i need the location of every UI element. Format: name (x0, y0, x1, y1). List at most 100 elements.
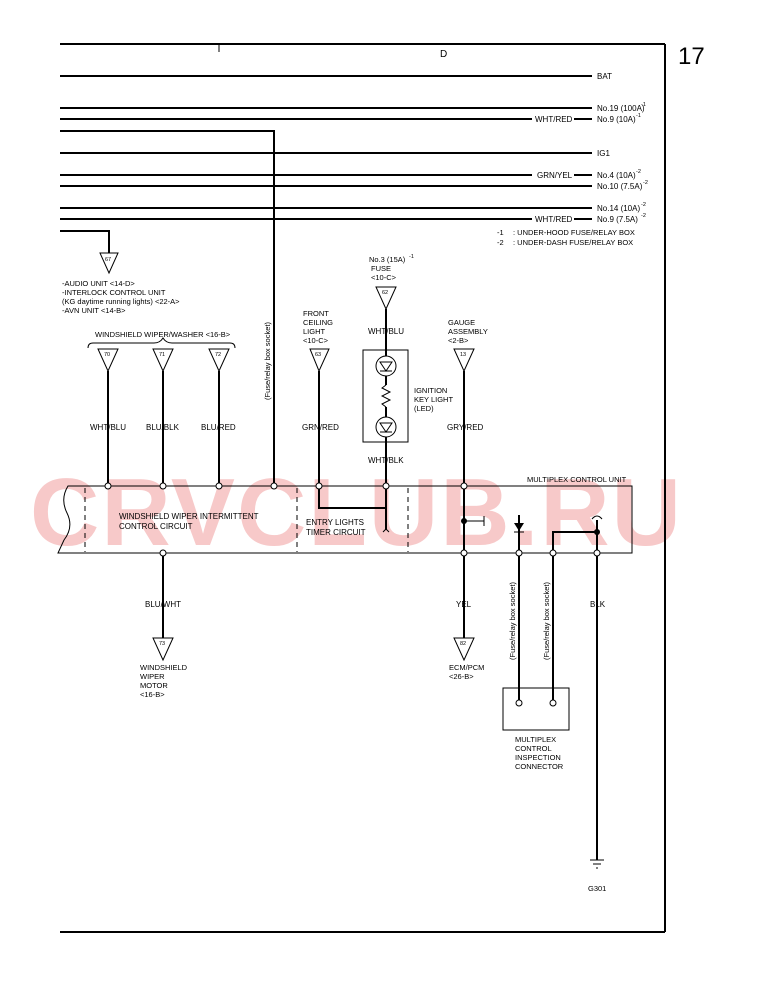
wire-label-blu-red: BLU/RED (201, 423, 236, 432)
page-number: 17 (678, 43, 705, 70)
pin-blk (593, 549, 601, 557)
motor-line-3: <16-B> (140, 690, 165, 699)
bat-label: BAT (597, 72, 612, 81)
conn82-num: 82 (460, 641, 466, 647)
conn62-num: 62 (382, 290, 388, 296)
fuse3-note: -1 (409, 254, 414, 260)
no4-note: -2 (636, 169, 641, 175)
conn67-line-3: -AVN UNIT <14-B> (62, 306, 126, 315)
led-1-diode-icon (379, 361, 393, 372)
wire-label-wht-blk: WHT/BLK (368, 456, 404, 465)
wire-label-blu-wht: BLU/WHT (145, 600, 181, 609)
ecm-line-0: ECM/PCM (449, 663, 484, 672)
multiplex-label: MULTIPLEX CONTROL UNIT (527, 475, 627, 484)
inspection-connector-box (502, 687, 570, 731)
internal-inspect-2 (552, 531, 597, 550)
wht-red-2-label: WHT/RED (535, 215, 573, 224)
legend-key-2: -2 (497, 238, 504, 247)
pin-inspect-1 (515, 549, 523, 557)
inspection-line-2: INSPECTION (515, 753, 561, 762)
no19-note: -1 (641, 102, 646, 108)
pin-63 (315, 482, 323, 490)
internal-switch-3-icon (591, 515, 603, 520)
no10-note: -2 (643, 180, 648, 186)
pin-82 (460, 549, 468, 557)
watermark: CRVCLUB.RU (30, 459, 683, 566)
wire-label-grn-red: GRN/RED (302, 423, 339, 432)
grn-yel-label: GRN/YEL (537, 171, 573, 180)
conn67-line-2: (KG daytime running lights) <22-A> (62, 297, 180, 306)
conn67-wire (60, 230, 110, 253)
conn73-num: 73 (159, 641, 165, 647)
conn70-terminal (97, 348, 119, 373)
conn62-terminal (375, 286, 397, 311)
legend-key-1: -1 (497, 228, 504, 237)
conn73-terminal (152, 637, 174, 662)
wire-label-gry-red: GRY/RED (447, 423, 484, 432)
no9a-label: No.9 (10A) (597, 115, 636, 124)
conn82-terminal (453, 637, 475, 662)
conn72-terminal (208, 348, 230, 373)
front-ceiling-line-2: LIGHT (303, 327, 326, 336)
led-2-diode-icon (379, 422, 393, 433)
no10-label: No.10 (7.5A) (597, 182, 643, 191)
no9b-label: No.9 (7.5A) (597, 215, 638, 224)
socket-label-right-1: (Fuse/relay box socket) (508, 582, 517, 660)
inspection-pin-2 (549, 699, 557, 707)
conn71-num: 71 (159, 352, 165, 358)
conn67-num: 67 (105, 257, 111, 263)
inspection-line-0: MULTIPLEX (515, 735, 556, 744)
motor-line-1: WIPER (140, 672, 165, 681)
conn13-num: 13 (460, 352, 466, 358)
wiper-circuit-line-0: WINDSHIELD WIPER INTERMITTENT (119, 512, 259, 521)
no19-label: No.19 (100A) (597, 104, 645, 113)
led-2-icon (375, 416, 397, 438)
pin-13 (460, 482, 468, 490)
pin-73 (159, 549, 167, 557)
wire-label-blu-blk: BLU/BLK (146, 423, 180, 432)
conn63-terminal (309, 348, 330, 373)
conn72-num: 72 (215, 352, 221, 358)
multiplex-control-unit-box (57, 485, 633, 554)
wiper-group-bracket (87, 337, 236, 349)
wire-label-blk: BLK (590, 600, 606, 609)
conn71-terminal (152, 348, 174, 373)
socket-wire (60, 130, 275, 486)
no14-note: -2 (641, 202, 646, 208)
wiper-group-title: WINDSHIELD WIPER/WASHER <16-B> (95, 330, 231, 339)
inspection-line-1: CONTROL (515, 744, 552, 753)
inspection-line-3: CONNECTOR (515, 762, 564, 771)
motor-line-0: WINDSHIELD (140, 663, 188, 672)
pin-wht-blk (382, 482, 390, 490)
ig1-label: IG1 (597, 149, 610, 158)
no9a-note: -1 (636, 113, 641, 119)
no4-label: No.4 (10A) (597, 171, 636, 180)
legend-text-1: : UNDER-HOOD FUSE/RELAY BOX (513, 228, 635, 237)
legend-text-2: : UNDER-DASH FUSE/RELAY BOX (513, 238, 633, 247)
pin-71 (159, 482, 167, 490)
pin-inspect-2 (549, 549, 557, 557)
motor-line-2: MOTOR (140, 681, 168, 690)
ignition-key-line-1: KEY LIGHT (414, 395, 453, 404)
front-ceiling-line-1: CEILING (303, 318, 333, 327)
section-letter: D (440, 49, 447, 60)
diode-icon (514, 523, 524, 531)
gauge-line-2: <2-B> (448, 336, 469, 345)
conn13-terminal (453, 348, 475, 373)
pin-72 (215, 482, 223, 490)
ignition-key-line-2: (LED) (414, 404, 434, 413)
led-1-icon (375, 355, 397, 377)
wiper-circuit-line-1: CONTROL CIRCUIT (119, 522, 193, 531)
fuse3-line-2: <10-C> (371, 273, 397, 282)
entry-circuit-line-1: TIMER CIRCUIT (306, 528, 366, 537)
wire-label-wht-blu-fuse: WHT/BLU (368, 327, 404, 336)
conn70-num: 70 (104, 352, 110, 358)
front-ceiling-line-0: FRONT (303, 309, 329, 318)
gauge-line-1: ASSEMBLY (448, 327, 488, 336)
pin-70 (104, 482, 112, 490)
ground-label: G301 (588, 884, 606, 893)
conn67-line-1: -INTERLOCK CONTROL UNIT (62, 288, 166, 297)
ignition-key-line-0: IGNITION (414, 386, 447, 395)
